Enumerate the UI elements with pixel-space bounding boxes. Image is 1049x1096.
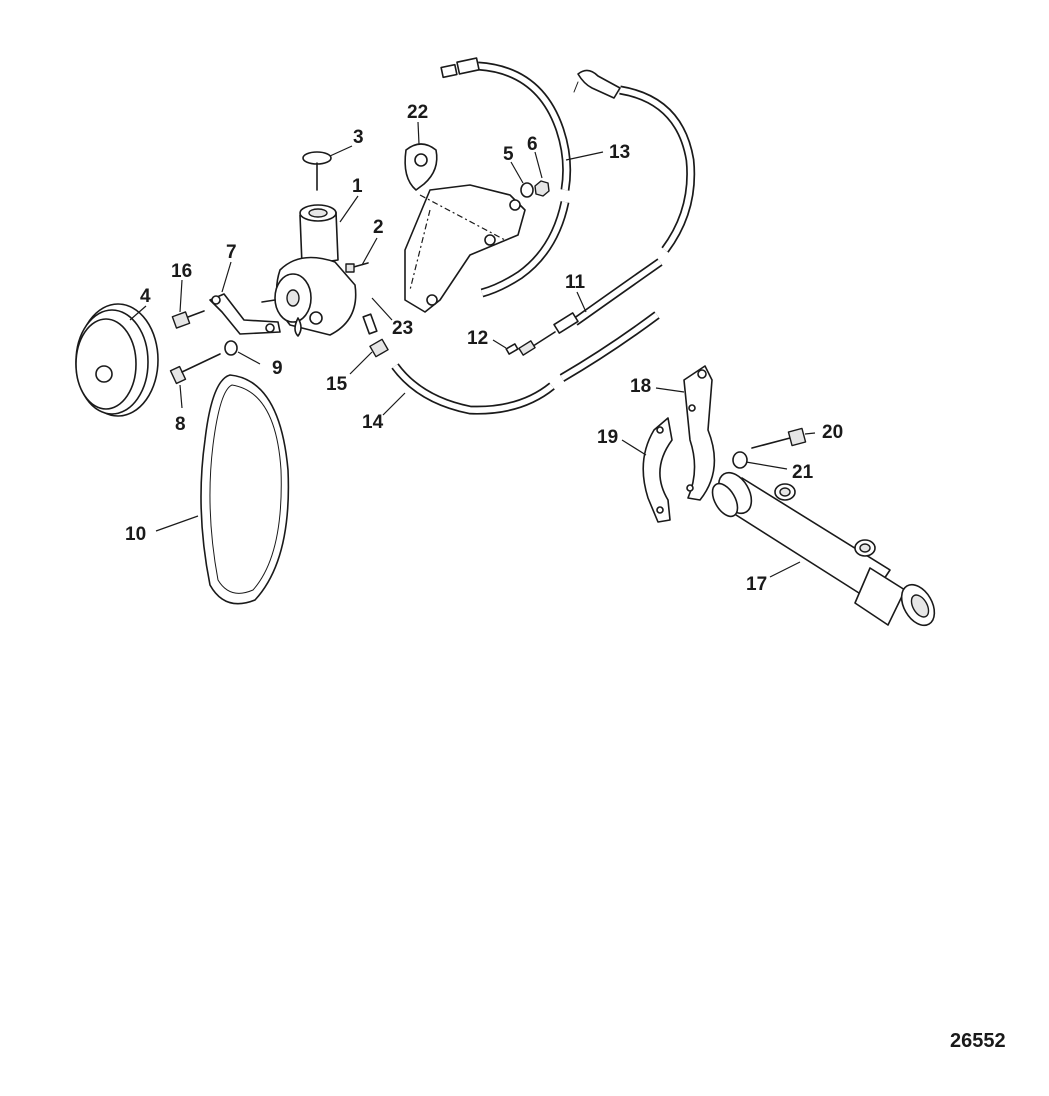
callout-1: 1 bbox=[352, 176, 363, 197]
callout-12: 12 bbox=[467, 328, 488, 349]
part-21-washer bbox=[732, 451, 748, 469]
callout-5: 5 bbox=[503, 144, 514, 165]
callout-17: 17 bbox=[746, 574, 767, 595]
part-10-belt bbox=[200, 374, 290, 605]
part-8-bolt bbox=[169, 353, 221, 385]
part-3-cap bbox=[302, 151, 332, 191]
callout-6: 6 bbox=[527, 134, 538, 155]
part-23-bolt bbox=[362, 313, 378, 335]
part-13-hose bbox=[440, 57, 572, 298]
callout-11: 11 bbox=[565, 272, 586, 293]
part-7-arm bbox=[209, 293, 281, 335]
part-22-clamp bbox=[404, 143, 438, 191]
callout-2: 2 bbox=[373, 217, 384, 238]
callout-16: 16 bbox=[171, 261, 192, 282]
part-17-cooler bbox=[711, 471, 936, 627]
callout-3: 3 bbox=[353, 127, 364, 148]
part-19-clamp bbox=[642, 417, 673, 523]
callout-4: 4 bbox=[140, 286, 151, 307]
part-12-fitting bbox=[505, 343, 519, 355]
part-2-stud bbox=[345, 262, 369, 273]
callout-18: 18 bbox=[630, 376, 651, 397]
part-20-bolt bbox=[751, 427, 807, 449]
callout-14: 14 bbox=[362, 412, 384, 433]
figure-number: 26552 bbox=[950, 1030, 1006, 1052]
part-14-hose bbox=[391, 311, 660, 415]
callout-22: 22 bbox=[407, 102, 428, 123]
part-11-hose bbox=[518, 69, 696, 356]
part-9-washer bbox=[224, 340, 238, 356]
parts-5-6-washer-nut bbox=[520, 180, 550, 198]
callout-15: 15 bbox=[326, 374, 348, 395]
callout-8: 8 bbox=[175, 414, 186, 435]
callout-numbers: 1 2 3 4 5 6 7 8 9 10 11 12 13 14 15 16 1… bbox=[125, 102, 843, 595]
part-18-clamp bbox=[683, 365, 716, 501]
mounting-bracket bbox=[404, 184, 526, 313]
callout-10: 10 bbox=[125, 524, 146, 545]
part-15-fitting bbox=[369, 338, 389, 358]
callout-19: 19 bbox=[597, 427, 618, 448]
part-16-bolt bbox=[171, 310, 205, 329]
part-1-pump bbox=[261, 204, 357, 337]
callout-20: 20 bbox=[822, 422, 843, 443]
part-4-pulley bbox=[75, 303, 159, 417]
leader-lines bbox=[129, 121, 816, 578]
callout-7: 7 bbox=[226, 242, 237, 263]
callout-23: 23 bbox=[392, 318, 413, 339]
callout-13: 13 bbox=[609, 142, 630, 163]
callout-9: 9 bbox=[272, 358, 283, 379]
callout-21: 21 bbox=[792, 462, 814, 483]
